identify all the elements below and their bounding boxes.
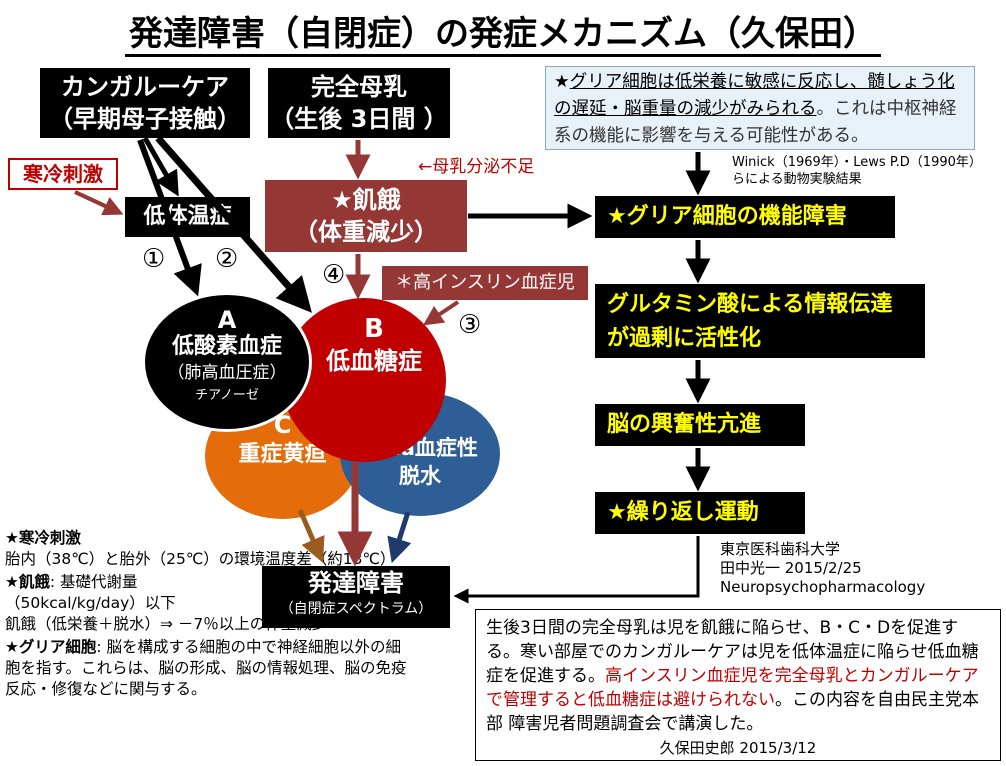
arrow-kangaroo-to-hypothermia <box>142 136 179 197</box>
circle-b-hypoglycemia: B 低血糖症 <box>282 298 446 462</box>
label-4: ④ <box>322 260 346 290</box>
page-title: 発達障害（自閉症）の発症メカニズム（久保田） <box>0 6 1006 57</box>
definitions-notes: ★寒冷刺激 胎内（38℃）と胎外（25℃）の環境温度差（約13℃） ★飢餓: 基… <box>5 529 407 698</box>
starvation-box: ★飢餓（体重減少） <box>265 180 467 252</box>
hypothermia-box: 低体温症 <box>125 197 250 237</box>
circle-a-hypoxemia: A 低酸素血症 （肺高血圧症） チアノーゼ <box>142 292 312 432</box>
kangaroo-care-box: カンガルーケア（早期母子接触） <box>40 68 250 138</box>
signature: 久保田史郎 2015/3/12 <box>659 739 817 757</box>
glutamate-box: グルタミン酸による情報伝達が過剰に活性化 <box>595 284 925 358</box>
developmental-disorder-box: 発達障害 （自閉症スペクトラム） <box>262 566 450 628</box>
label-2: ② <box>215 244 239 274</box>
winick-reference: Winick（1969年）・Lews P.D（1990年）らによる動物実験結果 <box>732 155 982 187</box>
cold-stimulus-box: 寒冷刺激 <box>8 158 118 190</box>
label-1: ① <box>142 244 166 274</box>
label-3: ③ <box>458 310 482 340</box>
conclusion-box: 生後3日間の完全母乳は児を飢餓に陥らせ、B・C・Dを促進する。寒い部屋でのカンガ… <box>475 609 1001 761</box>
exclusive-breastfeeding-box: 完全母乳（生後 3日間 ） <box>268 68 450 138</box>
repetitive-movement-box: ★繰り返し運動 <box>595 492 805 534</box>
glia-note-box: ★グリア細胞は低栄養に敏感に反応し、髄しょう化の遅延・脳重量の減少がみられる。こ… <box>545 66 975 150</box>
arrow-repetitive-to-outcome <box>453 536 700 604</box>
arrow-cold-to-hypothermia <box>74 190 124 216</box>
glia-dysfunction-box: ★グリア細胞の機能障害 <box>595 196 895 238</box>
hyperinsulinemia-label: ＊高インスリン血症児 <box>382 266 588 300</box>
excitability-box: 脳の興奮性亢進 <box>595 404 805 446</box>
milk-shortage-label: ←母乳分泌不足 <box>418 157 535 177</box>
